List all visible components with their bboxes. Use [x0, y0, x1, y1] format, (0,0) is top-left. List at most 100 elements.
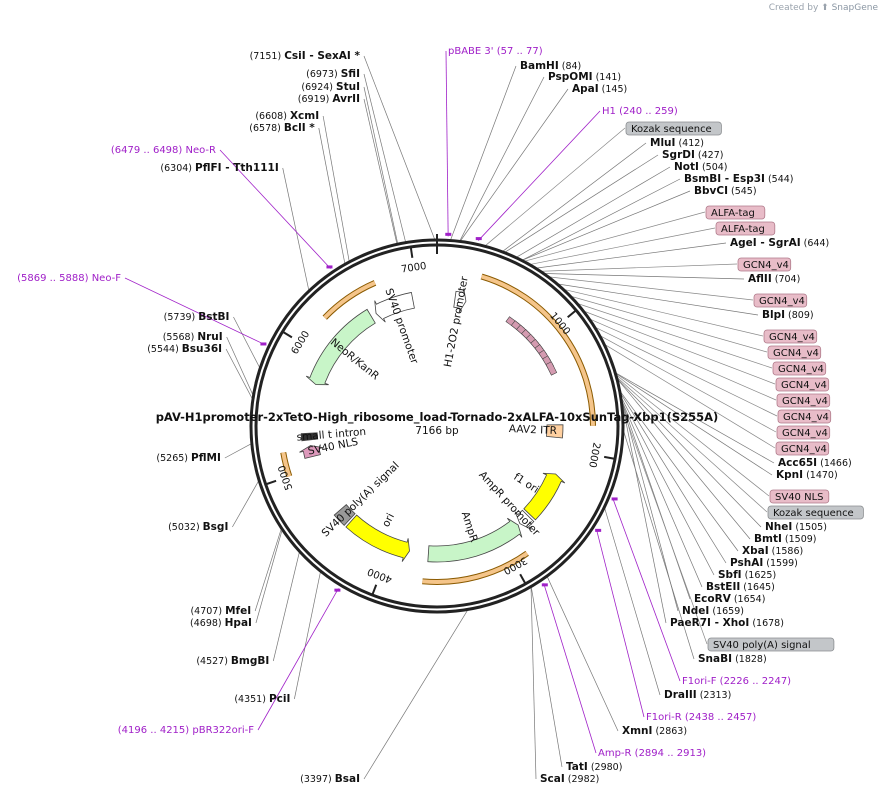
primer-label[interactable]: Amp-R (2894 .. 2913) — [598, 748, 706, 759]
pink-feature-box[interactable]: GCN4_v4 — [772, 361, 827, 376]
pink-feature-box[interactable]: GCN4_v4 — [776, 393, 831, 408]
restriction-site-label[interactable]: XmnI (2863) — [622, 725, 687, 737]
restriction-site-label[interactable]: PaeR7I - XhoI (1678) — [670, 617, 784, 629]
restriction-site-label[interactable]: (4698) HpaI — [190, 617, 252, 629]
restriction-site-label[interactable]: AgeI - SgrAI (644) — [730, 237, 829, 249]
restriction-site-label[interactable]: EcoRV (1654) — [694, 593, 765, 605]
site-name: MluI — [650, 137, 675, 149]
site-position: (5032) — [168, 522, 203, 533]
restriction-site-label[interactable]: NotI (504) — [674, 161, 728, 173]
restriction-site-label[interactable]: (6919) AvrII — [298, 93, 360, 105]
primer-label-text: pBABE 3' (57 .. 77) — [448, 46, 543, 57]
restriction-site-label[interactable]: NdeI (1659) — [682, 605, 744, 617]
pink-feature-box[interactable]: GCN4_v4 — [763, 329, 818, 344]
gray-feature-box[interactable]: Kozak sequence — [767, 505, 864, 520]
primer-label[interactable]: F1ori-R (2438 .. 2457) — [646, 712, 756, 723]
restriction-site-label[interactable]: ScaI (2982) — [540, 773, 599, 785]
site-position: (644) — [801, 238, 830, 249]
restriction-site-label[interactable]: (6924) StuI — [301, 81, 360, 93]
site-label-text: (6924) StuI — [301, 81, 360, 93]
pink-feature-box[interactable]: ALFA-tag — [715, 221, 776, 236]
tick-mark — [567, 309, 577, 319]
restriction-site-label[interactable]: BlpI (809) — [762, 309, 814, 321]
gray-feature-box[interactable]: Kozak sequence — [625, 121, 722, 136]
restriction-site-label[interactable]: (6608) XcmI — [255, 110, 319, 122]
pink-feature-box[interactable]: GCN4_v4 — [775, 377, 830, 392]
feature-box-bg — [753, 293, 808, 308]
site-name: AvrII — [332, 93, 360, 105]
leader-line — [547, 576, 619, 732]
restriction-site-label[interactable]: MluI (412) — [650, 137, 704, 149]
pink-feature-box[interactable]: SV40 NLS — [769, 489, 830, 504]
gray-feature-box[interactable]: SV40 poly(A) signal — [707, 637, 835, 652]
restriction-site-label[interactable]: (5739) BstBI — [164, 311, 230, 323]
restriction-site-label[interactable]: BbvCI (545) — [694, 185, 757, 197]
restriction-site-label[interactable]: SgrDI (427) — [662, 149, 723, 161]
feature-label: small t intron — [296, 426, 366, 444]
site-name: Acc65I — [778, 457, 817, 469]
leader-line — [530, 587, 563, 768]
primer-name: Amp-R — [598, 748, 635, 759]
restriction-site-label[interactable]: DraIII (2313) — [664, 689, 731, 701]
leader-line — [233, 316, 260, 368]
pink-feature-box[interactable]: GCN4_v4 — [737, 257, 792, 272]
restriction-site-label[interactable]: (3397) BsaI — [300, 773, 360, 785]
feature-leader — [571, 296, 768, 353]
site-position: (141) — [593, 72, 622, 83]
restriction-site-label[interactable]: (6304) PflFI - Tth111I — [160, 162, 278, 174]
restriction-site-label[interactable]: (4351) PciI — [234, 693, 290, 705]
pink-feature-box[interactable]: GCN4_v4 — [753, 293, 808, 308]
site-name: ScaI — [540, 773, 565, 785]
leader-line — [363, 86, 398, 244]
primer-label[interactable]: H1 (240 .. 259) — [602, 106, 678, 117]
restriction-site-label[interactable]: TatI (2980) — [566, 761, 622, 773]
restriction-site-label[interactable]: BstEII (1645) — [706, 581, 775, 593]
restriction-site-label[interactable]: BmtI (1509) — [754, 533, 816, 545]
restriction-site-label[interactable]: (5032) BsgI — [168, 521, 228, 533]
restriction-site-label[interactable]: (4707) MfeI — [190, 605, 251, 617]
primer-range: (4196 .. 4215) — [118, 725, 193, 736]
feature-leader — [541, 263, 738, 272]
restriction-site-label[interactable]: (6973) SfiI — [306, 68, 360, 80]
primer-label[interactable]: (6479 .. 6498) Neo-R — [111, 145, 216, 156]
primer-leader — [445, 50, 449, 237]
restriction-site-label[interactable]: PshAI (1599) — [730, 557, 798, 569]
site-position: (4527) — [196, 656, 231, 667]
restriction-site-label[interactable]: (7151) CsiI - SexAI * — [250, 50, 361, 62]
restriction-site-label[interactable]: KpnI (1470) — [776, 469, 838, 481]
site-name: AgeI — [730, 237, 757, 249]
restriction-site-label[interactable]: Acc65I (1466) — [778, 457, 852, 469]
restriction-site-label[interactable]: NheI (1505) — [765, 521, 827, 533]
restriction-site-label[interactable]: XbaI (1586) — [742, 545, 803, 557]
restriction-site-label[interactable]: AflII (704) — [748, 273, 800, 285]
orf-arc — [281, 452, 292, 477]
feature-box-label: GCN4_v4 — [773, 348, 819, 359]
restriction-site-label[interactable]: ApaI (145) — [572, 83, 627, 95]
pink-feature-box[interactable]: GCN4_v4 — [777, 409, 832, 424]
primer-label[interactable]: F1ori-F (2226 .. 2247) — [682, 676, 791, 687]
restriction-site-label[interactable]: BsmBI - Esp3I (544) — [684, 173, 794, 185]
pink-feature-box[interactable]: GCN4_v4 — [776, 425, 831, 440]
site-label-text: (4351) PciI — [234, 693, 290, 705]
restriction-site-label[interactable]: (4527) BmgBI — [196, 655, 269, 667]
primer-label-text: (6479 .. 6498) Neo-R — [111, 145, 216, 156]
site-label-text: (6973) SfiI — [306, 68, 360, 80]
leader-line — [450, 65, 517, 240]
primer-label[interactable]: pBABE 3' (57 .. 77) — [448, 46, 543, 57]
pink-feature-box[interactable]: ALFA-tag — [705, 205, 766, 220]
site-name: BbvCI — [694, 185, 728, 197]
restriction-site-label[interactable]: SbfI (1625) — [718, 569, 776, 581]
restriction-site-label[interactable]: (5265) PflMI — [156, 452, 220, 464]
restriction-site-label[interactable]: (5544) Bsu36I — [147, 343, 222, 355]
site-name: TatI — [566, 761, 588, 773]
pink-feature-box[interactable]: GCN4_v4 — [775, 441, 830, 456]
restriction-site-label[interactable]: PspOMI (141) — [548, 71, 621, 83]
pink-feature-box[interactable]: GCN4_v4 — [767, 345, 822, 360]
restriction-site-label[interactable]: BamHI (84) — [520, 60, 581, 72]
site-labels: (7151) CsiI - SexAI * (6973) SfiI(6924) S… — [147, 50, 852, 785]
restriction-site-label[interactable]: (6578) BclI * — [249, 122, 315, 134]
restriction-site-label[interactable]: (5568) NruI — [163, 331, 223, 343]
primer-label[interactable]: (5869 .. 5888) Neo-F — [17, 273, 121, 284]
restriction-site-label[interactable]: SnaBI (1828) — [698, 653, 767, 665]
primer-label[interactable]: (4196 .. 4215) pBR322ori-F — [118, 725, 254, 736]
